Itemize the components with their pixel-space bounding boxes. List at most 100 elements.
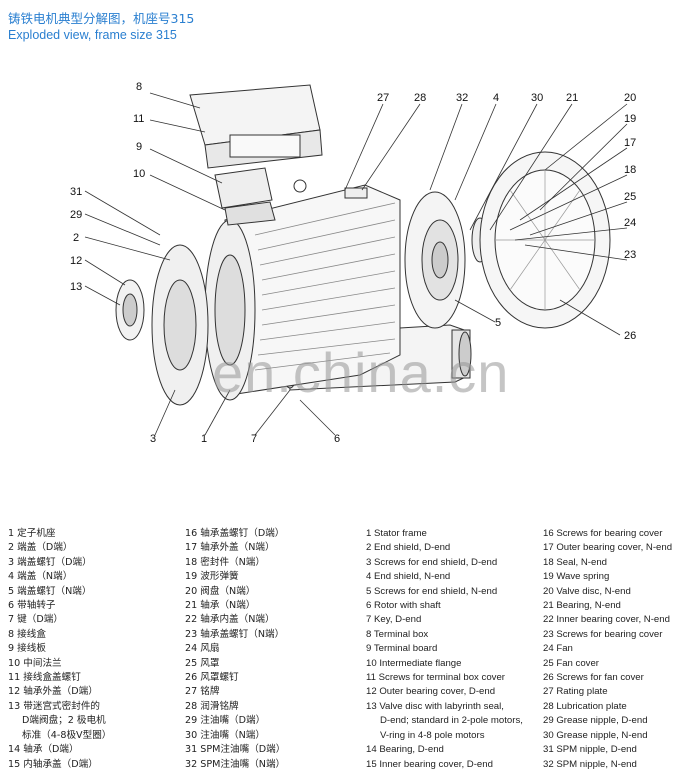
- callout-13: 13: [70, 281, 82, 293]
- legend-item: 10 Intermediate flange: [366, 657, 462, 669]
- legend-item: 14 轴承（D端）: [8, 744, 79, 756]
- legend-item: 16 Screws for bearing cover: [543, 528, 663, 539]
- legend-item: 10 中间法兰: [8, 657, 62, 669]
- legend-item: 9 接线板: [8, 643, 46, 655]
- legend-item: 27 Rating plate: [543, 686, 608, 698]
- callout-8: 8: [136, 81, 142, 93]
- legend-item: 17 轴承外盖（N端）: [185, 542, 275, 554]
- legend-item: 12 轴承外盖（D端）: [8, 686, 98, 698]
- legend-item: 20 阀盘（N端）: [185, 585, 256, 597]
- fan-cover: [479, 151, 611, 329]
- legend-item: 24 风扇: [185, 643, 220, 655]
- callout-31: 31: [70, 186, 82, 198]
- legend-item-continuation: D端阀盘；2 极电机: [22, 715, 106, 727]
- legend-item: 20 Valve disc, N-end: [543, 585, 631, 597]
- title-english: Exploded view, frame size 315: [8, 28, 177, 42]
- legend-item: 7 Key, D-end: [366, 614, 422, 626]
- callout-23: 23: [624, 249, 636, 261]
- stator-frame: [204, 179, 401, 401]
- legend-item: 13 带迷宫式密封件的: [8, 700, 101, 712]
- end-shield-n-end: [404, 191, 466, 329]
- legend-item: 13 Valve disc with labyrinth seal,: [366, 700, 504, 712]
- legend-item: 6 带轴转子: [8, 600, 56, 612]
- end-shield-d-end: [115, 244, 209, 406]
- callout-21: 21: [566, 92, 578, 104]
- callout-30: 30: [531, 92, 543, 104]
- legend-item: 21 轴承（N端）: [185, 600, 256, 612]
- legend-item: 14 Bearing, D-end: [366, 744, 444, 756]
- legend-item: 4 End shield, N-end: [366, 571, 451, 583]
- legend-item: 16 轴承盖螺钉（D端）: [185, 528, 285, 539]
- legend-item: 26 Screws for fan cover: [543, 672, 644, 684]
- legend-item: 23 Screws for bearing cover: [543, 628, 663, 640]
- legend-item: 9 Terminal board: [366, 643, 438, 655]
- legend-item: 11 Screws for terminal box cover: [366, 672, 505, 684]
- legend-item: 24 Fan: [543, 643, 573, 655]
- legend-item: 3 Screws for end shield, D-end: [366, 556, 498, 568]
- legend-item: 19 波形弹簧: [185, 571, 239, 583]
- callout-7: 7: [251, 433, 257, 445]
- callout-2: 2: [73, 232, 79, 244]
- callout-25: 25: [624, 191, 636, 203]
- legend-item: 18 密封件（N端）: [185, 556, 265, 568]
- legend-item: 4 端盖（N端）: [8, 571, 73, 583]
- leader-lines: [84, 92, 628, 436]
- legend-item: 12 Outer bearing cover, D-end: [366, 686, 496, 698]
- legend-item: 2 端盖（D端）: [8, 542, 73, 554]
- legend-item: 28 润滑铭牌: [185, 700, 239, 712]
- callout-19: 19: [624, 113, 636, 125]
- legend-item: 26 风罩螺钉: [185, 672, 239, 684]
- legend-item: 31 SPM nipple, D-end: [543, 744, 637, 756]
- legend-english-left: 1 Stator frame 2 End shield, D-end 3 Screw…: [366, 527, 523, 772]
- legend-english-right: 16 Screws for bearing cover 17 Outer bear…: [543, 527, 672, 772]
- callout-4: 4: [493, 92, 499, 104]
- legend-item: 15 Inner bearing cover, D-end: [366, 758, 493, 770]
- callout-29: 29: [70, 209, 82, 221]
- legend-item: 22 Inner bearing cover, N-end: [543, 614, 670, 626]
- legend-item: 3 端盖螺钉（D端）: [8, 556, 92, 568]
- legend-item: 32 SPM注油嘴（N端）: [185, 758, 286, 770]
- legend-item: 17 Outer bearing cover, N-end: [543, 542, 673, 554]
- exploded-view-diagram: 8 11 9 10 31 29 2 12 13 27 28 32 4 30 21…: [70, 81, 636, 445]
- callout-18: 18: [624, 164, 636, 176]
- callout-27: 27: [377, 92, 389, 104]
- watermark: en.china.cn: [212, 341, 510, 404]
- callout-1: 1: [201, 433, 207, 445]
- legend-item: 22 轴承内盖（N端）: [185, 614, 275, 626]
- callout-26: 26: [624, 330, 636, 342]
- legend-item: 6 Rotor with shaft: [366, 600, 441, 612]
- legend-item: 11 接线盒盖螺钉: [8, 672, 81, 684]
- legend-item: 21 Bearing, N-end: [543, 600, 621, 612]
- legend-item: 7 键（D端）: [8, 614, 63, 626]
- legend-item-continuation: D-end; standard in 2-pole motors,: [380, 715, 523, 727]
- callout-17: 17: [624, 137, 636, 149]
- legend-item: 1 Stator frame: [366, 528, 427, 539]
- callout-9: 9: [136, 141, 142, 153]
- legend-item: 23 轴承盖螺钉（N端）: [185, 628, 285, 640]
- title-chinese: 铸铁电机典型分解图，机座号315: [8, 11, 195, 26]
- callout-28: 28: [414, 92, 426, 104]
- legend-item: 32 SPM nipple, N-end: [543, 758, 637, 770]
- legend-chinese-left: 1 定子机座 2 端盖（D端） 3 端盖螺钉（D端） 4 端盖（N端） 5 端盖螺钉（N…: [8, 527, 111, 772]
- callout-20: 20: [624, 92, 636, 104]
- callout-3: 3: [150, 433, 156, 445]
- legend-item: 2 End shield, D-end: [366, 542, 451, 554]
- legend-item: 5 Screws for end shield, N-end: [366, 585, 498, 597]
- legend-item: 18 Seal, N-end: [543, 556, 607, 568]
- legend-item: 5 端盖螺钉（N端）: [8, 585, 92, 597]
- legend-item: 15 内轴承盖（D端）: [8, 758, 98, 770]
- terminal-box: [189, 84, 323, 226]
- legend-item: 30 Grease nipple, N-end: [543, 729, 648, 741]
- legend-item-continuation: V-ring in 4-8 pole motors: [380, 729, 485, 741]
- legend-item: 8 Terminal box: [366, 628, 429, 640]
- callout-5: 5: [495, 317, 501, 329]
- legend-item: 28 Lubrication plate: [543, 700, 627, 712]
- legend-item: 30 注油嘴（N端）: [185, 729, 265, 741]
- legend-item: 27 铭牌: [185, 686, 220, 698]
- callout-24: 24: [624, 217, 636, 229]
- legend-item: 19 Wave spring: [543, 571, 610, 583]
- legend-item: 25 Fan cover: [543, 657, 599, 669]
- legend-item: 29 注油嘴（D端）: [185, 715, 266, 727]
- legend-item: 1 定子机座: [8, 528, 56, 539]
- legend-item: 31 SPM注油嘴（D端）: [185, 744, 286, 756]
